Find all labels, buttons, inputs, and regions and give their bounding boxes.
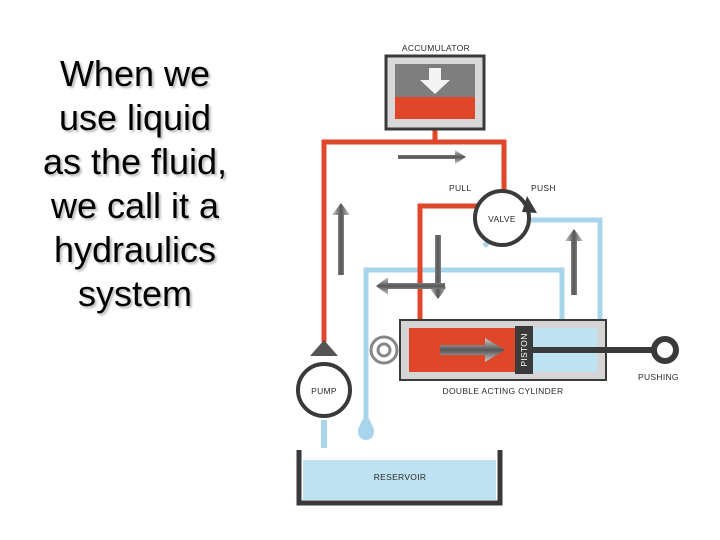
- rod-eye: [651, 336, 679, 364]
- valve-label: VALVE: [488, 214, 516, 224]
- reservoir-label: RESERVOIR: [374, 472, 427, 482]
- valve-body: [473, 189, 531, 247]
- pushing-label: PUSHING: [638, 372, 679, 382]
- arrow-down-icon: [429, 235, 447, 299]
- pump: PUMP: [296, 340, 352, 418]
- arrow-up-icon: [332, 203, 350, 275]
- slide-text: When we use liquid as the fluid, we call…: [10, 52, 260, 316]
- arrow-right-icon: [440, 338, 505, 362]
- accumulator-fluid: [395, 97, 475, 119]
- piston: [515, 326, 533, 374]
- arrow-down-icon: [420, 68, 450, 94]
- pump-body: [296, 362, 352, 418]
- reservoir-tank: [296, 450, 503, 506]
- droplet-icon: [358, 414, 374, 440]
- pump-label: PUMP: [311, 386, 337, 396]
- flow-arrows: [332, 150, 583, 299]
- arrow-up-icon: [310, 340, 338, 356]
- valve-push-label: PUSH: [531, 183, 556, 193]
- text-line: system: [77, 273, 192, 314]
- pressure-lines: [321, 129, 507, 342]
- text-line: When we: [59, 53, 211, 94]
- accumulator-label: ACCUMULATOR: [402, 43, 470, 53]
- gear-icon-hub: [376, 342, 392, 358]
- cylinder-label: DOUBLE ACTING CYLINDER: [443, 386, 564, 396]
- text-line: hydraulics: [53, 229, 217, 270]
- arrow-right-icon: [398, 150, 466, 164]
- text-line: we call it a: [50, 185, 220, 226]
- text-line: as the fluid,: [42, 141, 228, 182]
- accumulator: ACCUMULATOR: [384, 43, 486, 131]
- valve: PULL PUSH VALVE: [449, 183, 556, 247]
- piston-label: PISTON: [519, 333, 529, 366]
- text-line: use liquid: [58, 97, 212, 138]
- pressure-line-main: [321, 139, 507, 342]
- reservoir: RESERVOIR: [296, 450, 503, 506]
- arrow-left-icon: [376, 277, 445, 295]
- arrow-up-icon: [565, 229, 583, 295]
- reservoir-fluid: [303, 460, 496, 500]
- double-acting-cylinder: PISTON PUSHING DOUBLE ACTING CYLINDER: [369, 319, 679, 396]
- valve-arrow-icon: [522, 196, 537, 213]
- return-line-left: [363, 267, 565, 420]
- valve-pull-label: PULL: [449, 183, 471, 193]
